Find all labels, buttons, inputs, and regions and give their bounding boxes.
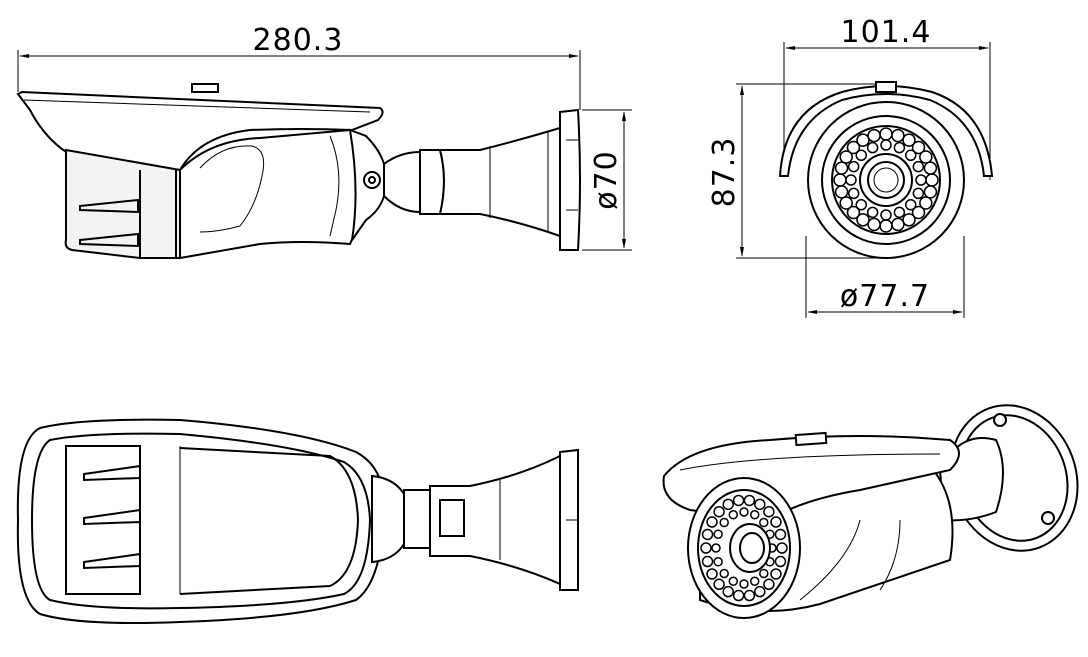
ir-led xyxy=(919,196,933,210)
ir-led xyxy=(759,568,769,579)
ir-led xyxy=(706,568,718,580)
ir-led xyxy=(846,205,861,220)
ir-led xyxy=(774,555,787,568)
mount-diameter-label: ø70 xyxy=(589,150,624,210)
ir-led xyxy=(713,557,723,567)
overall-length-label: 280.3 xyxy=(253,23,344,58)
ir-led-ring-perspective xyxy=(700,494,788,602)
ir-led xyxy=(891,128,905,143)
ir-led xyxy=(743,494,756,507)
ir-led xyxy=(847,187,860,200)
ir-led xyxy=(855,149,868,162)
mount-diameter-dimension: ø70 xyxy=(582,109,632,251)
body-diameter-label: ø77.7 xyxy=(840,279,930,314)
ir-led xyxy=(911,205,926,220)
ir-led xyxy=(728,509,739,520)
ir-led xyxy=(919,150,933,164)
ir-led xyxy=(847,160,860,173)
ir-led-ring-front xyxy=(833,127,939,233)
ir-led xyxy=(700,542,712,554)
ir-led xyxy=(713,505,725,518)
ir-led xyxy=(834,161,849,175)
ir-led xyxy=(867,217,881,232)
ir-led xyxy=(845,174,857,186)
ir-led xyxy=(846,140,861,155)
ir-led xyxy=(754,585,766,598)
ir-led xyxy=(713,578,725,591)
ir-led xyxy=(867,128,881,143)
ir-led xyxy=(713,529,723,539)
ir-led xyxy=(912,160,925,173)
perspective-view xyxy=(662,404,1079,619)
ir-led xyxy=(880,139,892,151)
ir-led xyxy=(776,542,788,554)
ir-led xyxy=(770,516,782,528)
ir-led xyxy=(763,578,775,591)
ir-led xyxy=(893,141,906,154)
ir-led xyxy=(879,127,893,141)
ir-led xyxy=(770,568,782,580)
ir-led xyxy=(749,509,760,520)
ir-led xyxy=(923,161,938,175)
hood-width-label: 101.4 xyxy=(841,15,932,50)
body-diameter-dimension: ø77.7 xyxy=(805,236,965,318)
ir-led xyxy=(915,174,927,186)
ir-led xyxy=(879,219,893,233)
ir-led xyxy=(839,196,853,210)
ir-led xyxy=(912,187,925,200)
ir-led xyxy=(722,498,734,511)
ir-led xyxy=(732,494,745,507)
ir-led xyxy=(856,213,870,227)
ir-led xyxy=(866,141,879,154)
ir-led xyxy=(732,589,745,602)
ir-led xyxy=(904,149,917,162)
ir-led xyxy=(925,173,939,187)
front-view: 101.4 87.3 ø77.7 xyxy=(707,15,994,318)
top-view xyxy=(16,418,579,624)
ir-led xyxy=(728,576,739,587)
ir-led xyxy=(739,507,749,517)
ir-led xyxy=(834,185,849,199)
ir-led xyxy=(711,543,721,553)
overall-length-dimension: 280.3 xyxy=(17,23,581,110)
ir-led xyxy=(911,140,926,155)
ir-led xyxy=(866,206,879,219)
ir-led xyxy=(763,505,775,518)
ir-led xyxy=(923,185,938,199)
ir-led xyxy=(891,217,905,232)
ir-led xyxy=(701,528,714,541)
ir-led xyxy=(722,585,734,598)
ir-led xyxy=(833,173,847,187)
ir-led xyxy=(701,555,714,568)
ir-led xyxy=(902,213,916,227)
ir-led xyxy=(774,528,787,541)
ir-led xyxy=(904,198,917,211)
ir-led xyxy=(706,516,718,528)
ir-led xyxy=(856,133,870,147)
ir-led xyxy=(719,568,729,579)
ir-led xyxy=(719,517,729,528)
height-dimension: 87.3 xyxy=(707,83,880,259)
ir-led xyxy=(855,198,868,211)
ir-led xyxy=(902,133,916,147)
ir-led xyxy=(754,498,766,511)
height-label: 87.3 xyxy=(707,137,742,208)
ir-led xyxy=(893,206,906,219)
ir-led xyxy=(743,589,756,602)
ir-led xyxy=(880,209,892,221)
ir-led xyxy=(739,579,749,589)
ir-led xyxy=(749,576,760,587)
ir-led xyxy=(759,517,769,528)
ir-led xyxy=(839,150,853,164)
side-view: 280.3 xyxy=(16,23,632,260)
